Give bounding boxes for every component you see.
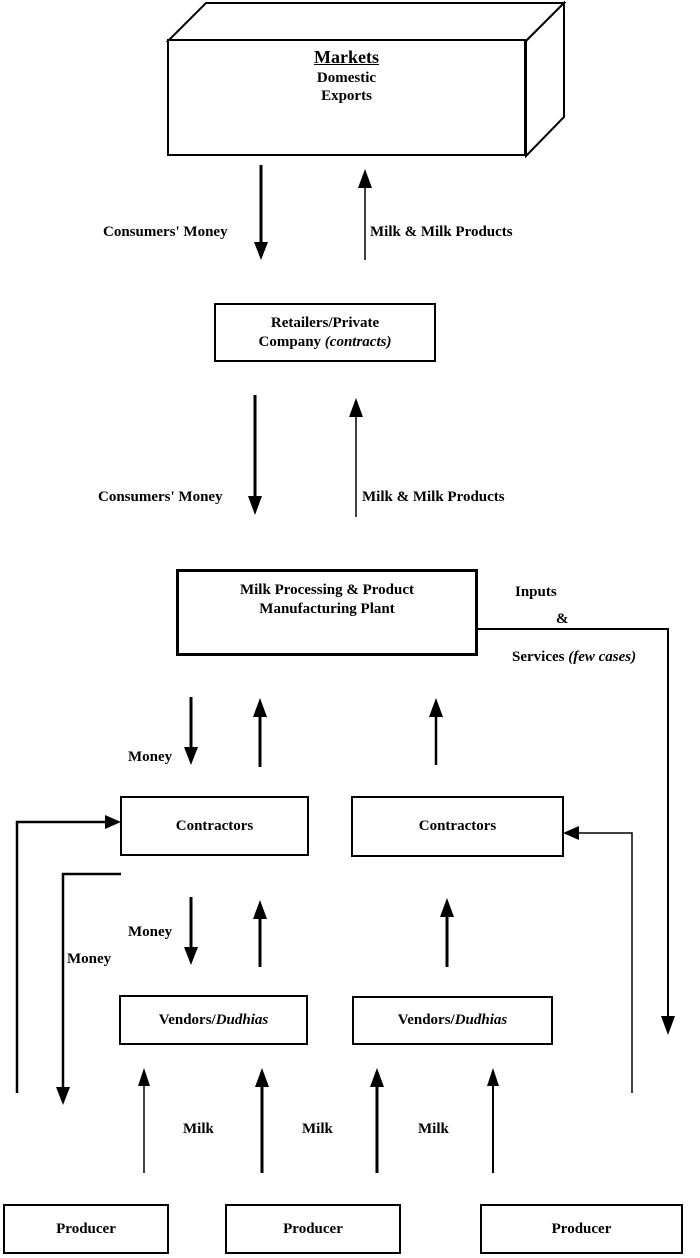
arrow-money-upper-down	[184, 697, 198, 765]
money-upper-label: Money	[128, 749, 173, 765]
connector-inputs-services-down	[477, 628, 675, 1035]
contractors-right-label: Contractors	[418, 818, 497, 835]
arrow-milk-4-up	[487, 1068, 499, 1173]
milk-label-2: Milk	[302, 1121, 333, 1137]
markets-domestic-label: Domestic	[316, 69, 377, 86]
retailers-company-label: Company	[258, 333, 325, 350]
arrow-money-lower-down	[184, 897, 198, 965]
contractors-left-label: Contractors	[175, 817, 254, 834]
plant-line1: Milk Processing & Product	[239, 582, 415, 598]
vendors-right-box: Vendors/Dudhias	[352, 996, 553, 1045]
vendors-right-dudhias: Dudhias	[454, 1012, 508, 1029]
markets-box-top-face	[165, 2, 567, 42]
connector-left-to-contractors	[15, 815, 121, 1093]
markets-box-right-face	[525, 0, 565, 159]
arrow-contractors-right-up	[429, 698, 443, 765]
vendors-right-main: Vendors/	[397, 1012, 455, 1029]
vendors-right-label: Vendors/Dudhias	[398, 1011, 508, 1030]
arrow-milk-products-mid-up	[349, 398, 363, 517]
plant-line2: Manufacturing Plant	[259, 600, 395, 617]
arrow-milk-2-up	[255, 1068, 269, 1173]
arrow-vendors-left-up	[253, 900, 267, 967]
vendors-left-label: Vendors/Dudhias	[159, 1011, 269, 1030]
markets-title: Markets	[314, 47, 379, 67]
contractors-left-box: Contractors	[120, 796, 309, 856]
services-fewcases-label: (few cases)	[568, 649, 637, 665]
vendors-left-dudhias: Dudhias	[215, 1011, 269, 1028]
milk-products-top-label: Milk & Milk Products	[370, 224, 513, 240]
ampersand-label: &	[556, 611, 569, 627]
markets-box: Markets Domestic Exports	[167, 39, 526, 156]
milk-label-3: Milk	[418, 1121, 449, 1137]
producer-box-3: Producer	[480, 1204, 683, 1254]
retailers-line2: Company (contracts)	[259, 333, 392, 352]
connector-money-left-down	[56, 872, 121, 1105]
money-left-label: Money	[67, 951, 112, 967]
markets-exports-label: Exports	[321, 88, 372, 105]
producer-box-2: Producer	[225, 1204, 401, 1254]
vendors-left-main: Vendors/	[158, 1011, 216, 1028]
milk-label-1: Milk	[183, 1121, 214, 1137]
inputs-label: Inputs	[515, 584, 557, 600]
milk-products-mid-label: Milk & Milk Products	[362, 489, 505, 505]
retailers-box: Retailers/Private Company (contracts)	[214, 303, 436, 362]
vendors-left-box: Vendors/Dudhias	[119, 995, 308, 1045]
producer-box-1: Producer	[3, 1204, 169, 1254]
arrow-milk-products-top-up	[358, 169, 372, 260]
consumers-money-top-label: Consumers' Money	[103, 224, 228, 240]
contractors-right-box: Contractors	[351, 796, 564, 857]
arrow-contractors-left-up	[253, 698, 267, 767]
retailers-contracts-label: (contracts)	[324, 333, 392, 350]
connector-right-to-contractors	[563, 826, 633, 1093]
arrow-consumers-money-mid-down	[248, 395, 262, 515]
arrow-vendors-right-up	[440, 898, 454, 967]
arrow-milk-3-up	[370, 1068, 384, 1173]
plant-box: Milk Processing & Product Manufacturing …	[176, 569, 478, 656]
consumers-money-mid-label: Consumers' Money	[98, 489, 223, 505]
money-lower-label: Money	[128, 924, 173, 940]
producer-2-label: Producer	[283, 1220, 343, 1237]
producer-1-label: Producer	[56, 1220, 116, 1237]
arrow-milk-1-up	[138, 1068, 150, 1173]
services-label: Services (few cases)	[512, 649, 636, 666]
producer-3-label: Producer	[551, 1220, 612, 1237]
arrow-consumers-money-top-down	[254, 165, 268, 260]
services-main-label: Services	[512, 649, 569, 665]
retailers-line1: Retailers/Private	[270, 314, 380, 331]
